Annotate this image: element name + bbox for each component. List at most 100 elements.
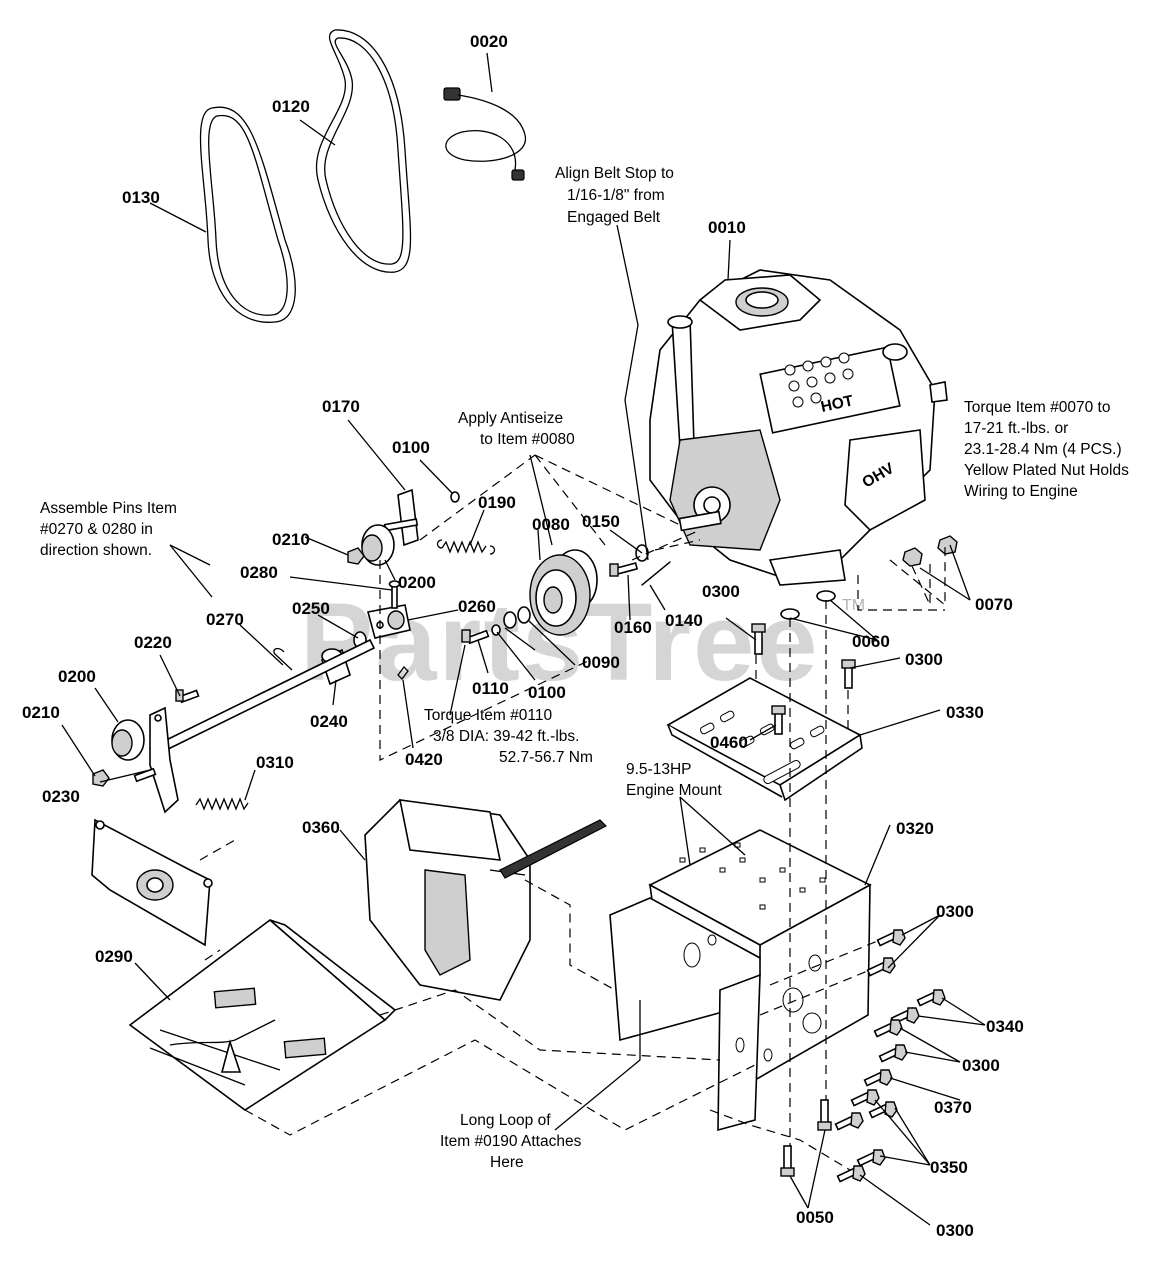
nut-0210-lower[interactable] xyxy=(92,769,110,787)
svg-text:Long Loop of: Long Loop of xyxy=(460,1112,551,1129)
idler-bracket-0230[interactable] xyxy=(133,706,179,814)
base-pan-0290[interactable] xyxy=(128,918,397,1111)
label-0130: 0130 xyxy=(122,188,160,207)
label-0110: 0110 xyxy=(472,679,509,698)
label-0210-lower: 0210 xyxy=(22,703,60,722)
engine-vent-holes xyxy=(784,352,854,408)
bolt-0050-a[interactable] xyxy=(817,1099,832,1131)
washer-0100-upper[interactable] xyxy=(450,491,460,503)
note-long-loop: Long Loop of Item #0190 Attaches Here xyxy=(440,1112,582,1171)
note-engine-mount: 9.5-13HP Engine Mount xyxy=(626,761,722,799)
label-0200-upper: 0200 xyxy=(398,573,436,592)
watermark-tm: TM xyxy=(842,597,865,614)
label-0420: 0420 xyxy=(405,750,443,769)
bolt-0110[interactable] xyxy=(461,629,490,645)
svg-text:Assemble Pins Item: Assemble Pins Item xyxy=(40,500,177,517)
note-antiseize: Apply Antiseize to Item #0080 xyxy=(458,410,575,448)
label-0300-e: 0300 xyxy=(936,1221,974,1240)
bolt-0300-mount-a[interactable] xyxy=(751,623,766,655)
label-0340: 0340 xyxy=(986,1017,1024,1036)
bolt-0300-mount-b[interactable] xyxy=(841,659,856,689)
washer-0090-a[interactable] xyxy=(517,606,531,624)
spring-0310[interactable] xyxy=(195,797,249,811)
idler-pulley-0200-upper[interactable] xyxy=(361,524,395,566)
frame-side-bolts[interactable] xyxy=(834,929,946,1183)
belt-cover-0360[interactable] xyxy=(364,799,608,1001)
belt-stop-0140[interactable] xyxy=(641,561,671,586)
svg-text:3/8 DIA: 39-42 ft.-lbs.: 3/8 DIA: 39-42 ft.-lbs. xyxy=(433,728,579,745)
pin-0280[interactable] xyxy=(388,580,401,609)
svg-text:Apply Antiseize: Apply Antiseize xyxy=(458,410,563,427)
svg-text:52.7-56.7 Nm: 52.7-56.7 Nm xyxy=(499,749,593,766)
label-0190: 0190 xyxy=(478,493,516,512)
pin-0270[interactable] xyxy=(273,647,293,671)
label-0160: 0160 xyxy=(614,618,652,637)
frame-0320[interactable] xyxy=(609,829,872,1132)
svg-text:1/16-1/8" from: 1/16-1/8" from xyxy=(567,187,665,204)
power-cord-0020[interactable] xyxy=(443,87,526,181)
engine-pulley-0080[interactable] xyxy=(529,549,598,636)
washer-0060-a[interactable] xyxy=(816,590,836,602)
label-0300-c: 0300 xyxy=(936,902,974,921)
label-0090: 0090 xyxy=(582,653,620,672)
idler-arm-0170[interactable] xyxy=(383,488,419,547)
bolt-0050-b[interactable] xyxy=(780,1145,795,1177)
bolt-0460[interactable] xyxy=(771,705,786,735)
label-0270: 0270 xyxy=(206,610,244,629)
label-0350: 0350 xyxy=(930,1158,968,1177)
label-0230: 0230 xyxy=(42,787,80,806)
nut-0070-a[interactable] xyxy=(902,547,923,567)
label-0360: 0360 xyxy=(302,818,340,837)
assembly-lines xyxy=(199,454,946,1171)
leader-lines xyxy=(61,52,986,1226)
note-belt-stop: Align Belt Stop to 1/16-1/8" from Engage… xyxy=(555,165,674,226)
svg-text:Engine Mount: Engine Mount xyxy=(626,782,722,799)
nut-0210-upper[interactable] xyxy=(347,547,365,565)
belt-0130[interactable] xyxy=(199,106,296,323)
label-0220: 0220 xyxy=(134,633,172,652)
svg-text:Wiring to Engine: Wiring to Engine xyxy=(964,483,1078,500)
note-torque-0110: Torque Item #0110 3/8 DIA: 39-42 ft.-lbs… xyxy=(424,707,593,766)
bearing-plate xyxy=(91,818,213,947)
nut-0070-b[interactable] xyxy=(937,535,958,555)
label-0280: 0280 xyxy=(240,563,278,582)
note-torque-0070: Torque Item #0070 to 17-21 ft.-lbs. or 2… xyxy=(964,399,1129,500)
svg-text:9.5-13HP: 9.5-13HP xyxy=(626,761,691,778)
svg-text:to Item #0080: to Item #0080 xyxy=(480,431,575,448)
label-0300-d: 0300 xyxy=(962,1056,1000,1075)
label-0320: 0320 xyxy=(896,819,934,838)
svg-text:Torque Item #0110: Torque Item #0110 xyxy=(424,707,552,724)
label-0080: 0080 xyxy=(532,515,570,534)
label-0150: 0150 xyxy=(582,512,620,531)
svg-text:Here: Here xyxy=(490,1154,524,1171)
engine-0010[interactable]: HOT OHV xyxy=(649,269,948,586)
svg-text:Item #0190 Attaches: Item #0190 Attaches xyxy=(440,1133,582,1150)
label-0260: 0260 xyxy=(458,597,496,616)
label-0120: 0120 xyxy=(272,97,310,116)
clip-0420[interactable] xyxy=(397,666,409,680)
svg-text:#0270 & 0280 in: #0270 & 0280 in xyxy=(40,521,153,538)
washer-0090-b[interactable] xyxy=(503,611,517,629)
bolt-0160[interactable] xyxy=(609,562,639,577)
label-0250: 0250 xyxy=(292,599,330,618)
svg-text:Yellow Plated Nut Holds: Yellow Plated Nut Holds xyxy=(964,462,1129,479)
label-0300-b: 0300 xyxy=(905,650,943,669)
svg-text:23.1-28.4 Nm (4 PCS.): 23.1-28.4 Nm (4 PCS.) xyxy=(964,441,1122,458)
label-0330: 0330 xyxy=(946,703,984,722)
engine-hot-label: HOT xyxy=(819,392,855,416)
idler-pulley-0200-lower[interactable] xyxy=(111,719,145,761)
svg-text:17-21 ft.-lbs. or: 17-21 ft.-lbs. or xyxy=(964,420,1068,437)
spring-0190[interactable] xyxy=(436,539,496,555)
label-0370: 0370 xyxy=(934,1098,972,1117)
svg-text:Torque Item #0070 to: Torque Item #0070 to xyxy=(964,399,1111,416)
label-0100-upper: 0100 xyxy=(392,438,430,457)
svg-text:Align Belt Stop to: Align Belt Stop to xyxy=(555,165,674,182)
belt-0120[interactable] xyxy=(315,29,412,273)
part-labels: 0020 0120 0130 0010 0170 0100 0190 0080 … xyxy=(22,32,1024,1240)
label-0010: 0010 xyxy=(708,218,746,237)
label-0240: 0240 xyxy=(310,712,348,731)
label-0140: 0140 xyxy=(665,611,703,630)
washer-0060-b[interactable] xyxy=(780,608,800,620)
label-0310: 0310 xyxy=(256,753,294,772)
label-0290: 0290 xyxy=(95,947,133,966)
